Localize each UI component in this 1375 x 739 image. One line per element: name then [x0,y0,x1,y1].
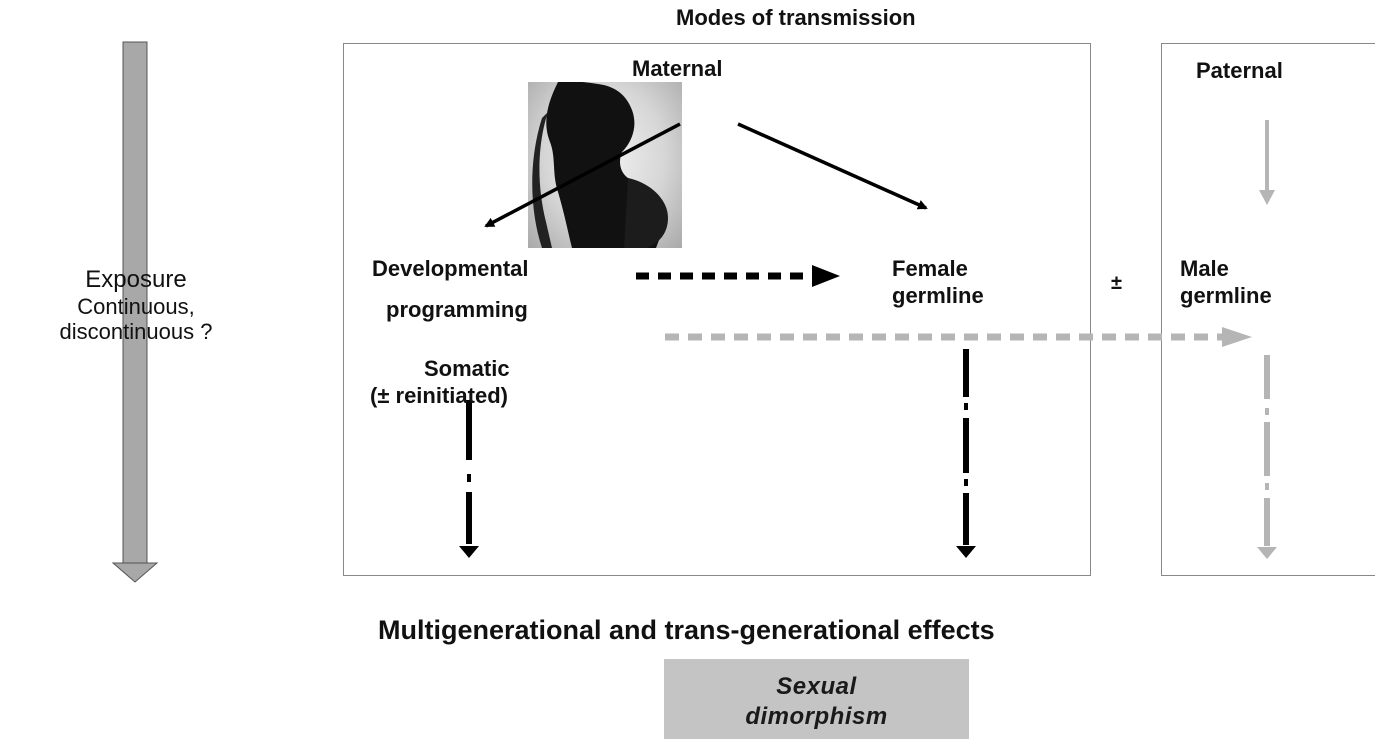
developmental-to-female-arrowhead [812,265,840,287]
sexual-line2: dimorphism [745,703,888,730]
maternal-label: Maternal [632,56,723,81]
maternal-to-female-germline-arrow [737,122,928,210]
female-germline-dashdot-arrow [956,349,976,558]
exposure-line2: Continuous, [77,293,195,319]
paternal-box [1161,43,1375,576]
somatic-line2: (± reinitiated) [370,383,508,408]
developmental-line1: Developmental [372,256,529,281]
developmental-line2: programming [386,297,528,322]
exposure-line1: Exposure [85,266,187,293]
maternal-to-developmental-arrow [484,122,681,228]
somatic-dashdot-arrow [459,400,479,558]
somatic-line1: Somatic [424,356,510,381]
male-germline-line2: germline [1180,283,1272,308]
maternal-box [343,43,1091,576]
plus-minus-symbol: ± [1111,272,1122,294]
sexual-line1: Sexual [776,673,857,700]
female-germline-line1: Female [892,256,968,281]
diagram-title: Modes of transmission [676,5,916,30]
paternal-label: Paternal [1196,58,1283,83]
exposure-line3: discontinuous ? [59,318,213,344]
male-germline-line1: Male [1180,256,1229,281]
exposure-arrow [111,41,159,583]
sexual-dimorphism-box: Sexual dimorphism [664,659,969,739]
gray-dashed-arrowhead [1222,327,1252,347]
exposure-label: Exposure Continuous, discontinuous ? [0,266,272,344]
female-germline-line2: germline [892,283,984,308]
male-germline-dashdot-arrow [1257,355,1277,559]
effects-title: Multigenerational and trans-generational… [378,615,995,645]
